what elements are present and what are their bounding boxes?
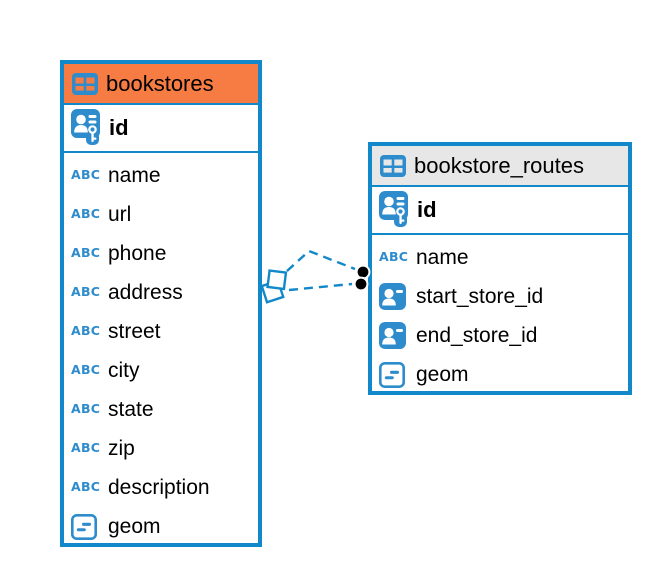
primary-key-row[interactable]: id bbox=[372, 187, 628, 235]
column-row[interactable]: geom bbox=[372, 355, 628, 394]
column-row[interactable]: ABC name bbox=[372, 238, 628, 277]
column-row[interactable]: ABC phone bbox=[64, 234, 258, 273]
primary-key-icon bbox=[379, 191, 410, 228]
column-row[interactable]: ABC address bbox=[64, 273, 258, 312]
table-header-bookstore-routes[interactable]: bookstore_routes bbox=[372, 146, 628, 187]
column-row[interactable]: ABC street bbox=[64, 312, 258, 351]
table-title: bookstore_routes bbox=[414, 152, 584, 178]
column-name: id bbox=[417, 197, 437, 222]
table-bookstores[interactable]: bookstores id ABC name ABC url ABC phone… bbox=[60, 60, 262, 547]
column-name: name bbox=[108, 163, 161, 187]
column-row[interactable]: ABC state bbox=[64, 390, 258, 429]
column-row[interactable]: start_store_id bbox=[372, 277, 628, 316]
relationship-dot-lower[interactable] bbox=[353, 276, 369, 292]
foreign-key-icon bbox=[379, 283, 409, 310]
table-bookstore-routes[interactable]: bookstore_routes id ABC name start_store… bbox=[368, 142, 632, 395]
text-type-icon: ABC bbox=[71, 323, 101, 339]
column-name: geom bbox=[416, 362, 469, 386]
text-type-icon: ABC bbox=[71, 167, 101, 183]
column-name: name bbox=[416, 245, 469, 269]
text-type-icon: ABC bbox=[71, 284, 101, 300]
table-icon bbox=[380, 155, 406, 177]
relationship-line-upper[interactable] bbox=[286, 249, 356, 272]
column-name: end_store_id bbox=[416, 323, 538, 347]
column-name: start_store_id bbox=[416, 284, 544, 308]
column-row[interactable]: geom bbox=[64, 507, 258, 546]
text-type-icon: ABC bbox=[71, 440, 101, 456]
column-name: state bbox=[108, 397, 154, 421]
column-name: address bbox=[108, 280, 183, 304]
column-name: url bbox=[108, 202, 132, 226]
text-type-icon: ABC bbox=[379, 249, 409, 265]
column-name: zip bbox=[108, 436, 135, 460]
column-list: ABC name start_store_id end_store_id ge bbox=[372, 235, 628, 394]
column-row[interactable]: end_store_id bbox=[372, 316, 628, 355]
text-type-icon: ABC bbox=[71, 401, 101, 417]
relationship-line-lower[interactable] bbox=[288, 282, 353, 292]
table-header-bookstores[interactable]: bookstores bbox=[64, 64, 258, 105]
text-type-icon: ABC bbox=[71, 362, 101, 378]
column-name: street bbox=[108, 319, 161, 343]
table-icon bbox=[72, 73, 98, 95]
text-type-icon: ABC bbox=[71, 206, 101, 222]
column-name: city bbox=[108, 358, 140, 382]
column-row[interactable]: ABC city bbox=[64, 351, 258, 390]
column-row[interactable]: ABC name bbox=[64, 156, 258, 195]
text-type-icon: ABC bbox=[71, 245, 101, 261]
column-list: ABC name ABC url ABC phone ABC address A… bbox=[64, 153, 258, 546]
column-name: description bbox=[108, 475, 210, 499]
relationship-squares-marker[interactable] bbox=[260, 269, 288, 304]
column-row[interactable]: ABC description bbox=[64, 468, 258, 507]
column-name: geom bbox=[108, 514, 161, 538]
geometry-type-icon bbox=[379, 362, 409, 388]
primary-key-row[interactable]: id bbox=[64, 105, 258, 153]
column-row[interactable]: ABC url bbox=[64, 195, 258, 234]
foreign-key-icon bbox=[379, 322, 409, 349]
table-title: bookstores bbox=[106, 70, 214, 96]
primary-key-icon bbox=[71, 109, 102, 146]
column-name: id bbox=[109, 115, 129, 140]
text-type-icon: ABC bbox=[71, 479, 101, 495]
column-row[interactable]: ABC zip bbox=[64, 429, 258, 468]
geometry-type-icon bbox=[71, 514, 101, 540]
column-name: phone bbox=[108, 241, 167, 265]
